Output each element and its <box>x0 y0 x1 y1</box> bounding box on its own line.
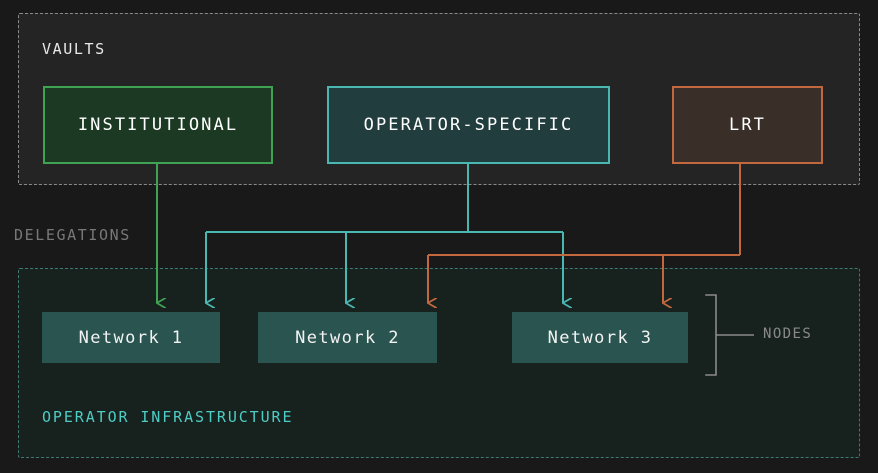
operator-infrastructure-panel <box>18 268 860 458</box>
network-2-label: Network 2 <box>295 327 400 348</box>
nodes-bracket-label: NODES <box>763 326 813 342</box>
vault-lrt[interactable]: LRT <box>672 86 823 164</box>
vault-institutional-label: INSTITUTIONAL <box>77 115 239 135</box>
network-3-node[interactable]: Network 3 <box>512 312 688 363</box>
vault-lrt-label: LRT <box>728 115 766 135</box>
vault-operator-specific-label: OPERATOR-SPECIFIC <box>363 115 574 135</box>
vaults-section-label: VAULTS <box>42 40 106 58</box>
operator-infrastructure-label: OPERATOR INFRASTRUCTURE <box>42 408 294 426</box>
network-1-label: Network 1 <box>78 327 184 348</box>
vault-institutional[interactable]: INSTITUTIONAL <box>43 86 273 164</box>
network-1-node[interactable]: Network 1 <box>42 312 220 363</box>
network-3-label: Network 3 <box>547 327 653 348</box>
network-2-node[interactable]: Network 2 <box>258 312 437 363</box>
vault-operator-specific[interactable]: OPERATOR-SPECIFIC <box>327 86 610 164</box>
delegations-section-label: DELEGATIONS <box>14 226 131 244</box>
